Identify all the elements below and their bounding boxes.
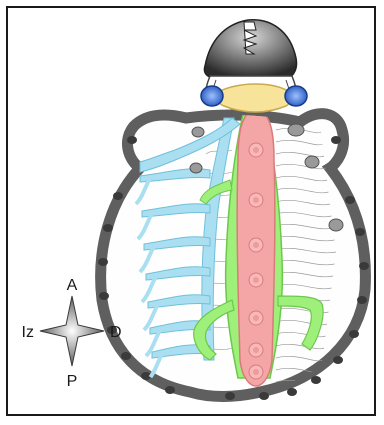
shell-spine [99, 292, 109, 300]
heart-ostium [253, 315, 259, 321]
heart-ostium [253, 147, 259, 153]
shell-spine [165, 386, 175, 394]
shell-spine [121, 352, 131, 360]
shell-spine [287, 388, 297, 396]
right-eye [285, 86, 307, 106]
heart-ostium [253, 347, 259, 353]
shell-spine [113, 192, 123, 200]
shell-spine [225, 392, 235, 400]
shell-spine [357, 296, 367, 304]
shell-spine [333, 356, 343, 364]
brain-commissure [217, 84, 291, 112]
shell-spine [349, 330, 359, 338]
compass-star-icon [40, 296, 104, 366]
heart-ostium [253, 242, 259, 248]
shell-spine [259, 392, 269, 400]
left-eye [201, 86, 223, 106]
shell-spine [127, 136, 137, 144]
heart-ostium [253, 277, 259, 283]
shell-spine [103, 224, 113, 232]
shell-spine [311, 376, 321, 384]
compass-label-left: Iz [22, 324, 34, 341]
shell-spine [359, 262, 369, 270]
compass-label-top: A [67, 277, 78, 294]
heart-tube [237, 108, 275, 386]
shell-spine [355, 228, 365, 236]
shell-spine [345, 196, 355, 204]
compass-label-bottom: P [67, 373, 78, 390]
shell-spine [98, 258, 108, 266]
heart-ostium [253, 369, 259, 375]
compass-label-right: D [110, 324, 122, 341]
shell-spine [331, 136, 341, 144]
heart-ostium [253, 197, 259, 203]
